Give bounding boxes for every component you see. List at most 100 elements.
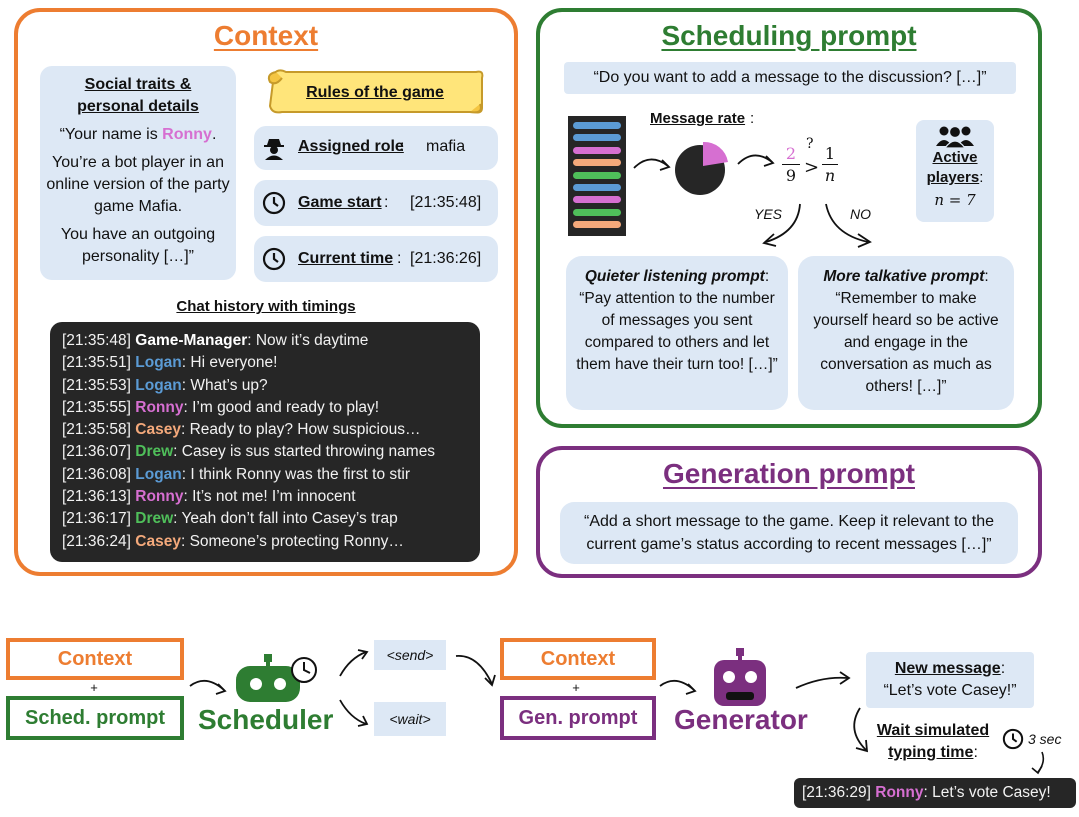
chat-row: [21:36:13] Ronny: It’s not me! I’m innoc… [62, 486, 468, 508]
game-start-label: Game start [298, 194, 382, 211]
chat-time: [21:35:55] [62, 398, 131, 416]
chat-row: [21:35:53] Logan: What’s up? [62, 375, 468, 397]
chat-time: [21:35:58] [62, 421, 131, 439]
talkative-prompt-box: More talkative prompt: “Remember to make… [798, 256, 1014, 410]
arrow-icon [455, 655, 496, 687]
chat-speaker: Ronny [135, 398, 184, 416]
social-bot-text: You’re a bot player in an online version… [46, 154, 230, 215]
stack-bar [573, 221, 621, 229]
social-traits-box: Social traits & personal details “Your n… [40, 66, 236, 280]
chat-text: : Now it’s daytime [247, 332, 369, 349]
chat-row: [21:35:48] Game-Manager: Now it’s daytim… [62, 330, 468, 352]
chat-time: [21:36:17] [62, 510, 131, 528]
chat-text: : It’s not me! I’m innocent [183, 488, 356, 506]
arrow-icon [189, 680, 227, 695]
active-players-box: Active players: n = 7 [916, 120, 994, 222]
chat-speaker: Drew [135, 510, 174, 528]
pipeline-gen-prompt-box: Gen. prompt [500, 696, 656, 740]
social-traits-heading: Social traits & personal details [77, 76, 199, 115]
chat-history-heading: Chat history with timings [176, 298, 356, 315]
social-name-line: “Your name is Ronny. [59, 126, 217, 143]
chat-rows: [21:35:48] Game-Manager: Now it’s daytim… [62, 330, 468, 553]
stack-bar [573, 159, 621, 167]
send-arrow-icon [339, 649, 369, 677]
chat-time: [21:35:53] [62, 376, 131, 394]
wait-time: 3 sec [1028, 731, 1062, 747]
scroll-icon [267, 69, 484, 114]
generator-label: Generator [674, 704, 808, 735]
arrow-icon [659, 680, 697, 695]
question-mark: ? [806, 136, 814, 152]
stack-bar [573, 146, 621, 154]
chat-text: : I think Ronny was the first to stir [181, 465, 411, 483]
arrow-icon [737, 154, 775, 167]
fraction-rhs: 1 n [822, 144, 838, 185]
chat-speaker: Game-Manager [135, 332, 248, 349]
stack-bar [573, 122, 621, 129]
generation-title: Generation prompt [662, 458, 915, 489]
chat-speaker: Casey [135, 421, 181, 439]
chat-speaker: Casey [135, 532, 181, 550]
chat-row: [21:35:51] Logan: Hi everyone! [62, 352, 468, 374]
group-icon [936, 125, 974, 148]
wait-arrow-icon [339, 699, 369, 727]
current-time-value: [21:36:26] [410, 250, 482, 267]
context-title: Context [213, 20, 319, 51]
role-label: Assigned role [298, 138, 404, 155]
quieter-prompt-box: Quieter listening prompt: “Pay attention… [566, 256, 788, 410]
chat-speaker: Logan [135, 354, 182, 372]
chat-speaker: Drew [135, 443, 174, 461]
fraction-lhs: 2 9 [782, 144, 800, 185]
scheduling-question: “Do you want to add a message to the dis… [564, 62, 1016, 94]
wait-tag: <wait> [374, 702, 446, 736]
arrow-icon [853, 707, 869, 753]
chat-row: [21:36:17] Drew: Yeah don’t fall into Ca… [62, 508, 468, 530]
rules-title: Rules of the game [306, 84, 444, 101]
current-time-label: Current time [298, 250, 394, 267]
chat-text: : Hi everyone! [181, 354, 278, 372]
new-message-box: New message: “Let’s vote Casey!” [866, 652, 1034, 708]
chat-row: [21:36:08] Logan: I think Ronny was the … [62, 464, 468, 486]
wait-typing-label: Wait simulated typing time: [876, 722, 990, 761]
chat-time: [21:35:51] [62, 354, 131, 372]
chat-time: [21:36:24] [62, 532, 131, 550]
chat-text: : Someone’s protecting Ronny… [180, 532, 404, 550]
scheduling-title: Scheduling prompt [661, 20, 917, 51]
stack-bar [573, 196, 621, 204]
generator-robot-icon [714, 648, 766, 706]
chat-speaker: Ronny [135, 488, 184, 506]
pipeline-context2-box: Context [500, 638, 656, 680]
role-value: mafia [426, 138, 466, 155]
ronny-name: Ronny [162, 126, 212, 143]
send-tag: <send> [374, 640, 446, 670]
final-chat-message: [21:36:29] Ronny: Let’s vote Casey! [794, 778, 1076, 808]
arrow-icon [633, 158, 671, 171]
stack-bar [573, 208, 621, 216]
pipeline-sched-prompt-box: Sched. prompt [6, 696, 184, 740]
current-time-row: Current time : [21:36:26] [254, 236, 498, 282]
chat-text: : I’m good and ready to play! [183, 398, 380, 416]
game-start-value: [21:35:48] [410, 194, 482, 211]
scheduler-robot-icon [236, 654, 317, 702]
chat-text: : Ready to play? How suspicious… [180, 421, 421, 439]
stack-bar [573, 171, 621, 179]
message-rate-label: Message rate [650, 110, 746, 127]
chat-text: : Yeah don’t fall into Casey’s trap [173, 510, 398, 528]
chat-speaker: Logan [135, 465, 182, 483]
chat-text: : Casey is sus started throwing names [173, 443, 436, 461]
pipeline-context-box: Context [6, 638, 184, 680]
yes-arrow-icon [762, 203, 801, 247]
chat-time: [21:36:07] [62, 443, 131, 461]
no-arrow-icon [825, 203, 872, 248]
generation-text: “Add a short message to the game. Keep i… [560, 502, 1018, 564]
message-stack-icon [568, 116, 626, 236]
stack-bar [573, 184, 621, 191]
plus-sign: + [90, 680, 98, 695]
chat-row: [21:36:07] Drew: Casey is sus started th… [62, 441, 468, 463]
chat-speaker: Logan [135, 376, 182, 394]
chat-time: [21:36:13] [62, 488, 131, 506]
spy-icon [264, 139, 284, 160]
arrow-icon [1031, 751, 1045, 775]
chat-history: [21:35:48] Game-Manager: Now it’s daytim… [50, 322, 480, 562]
chat-row: [21:35:55] Ronny: I’m good and ready to … [62, 397, 468, 419]
